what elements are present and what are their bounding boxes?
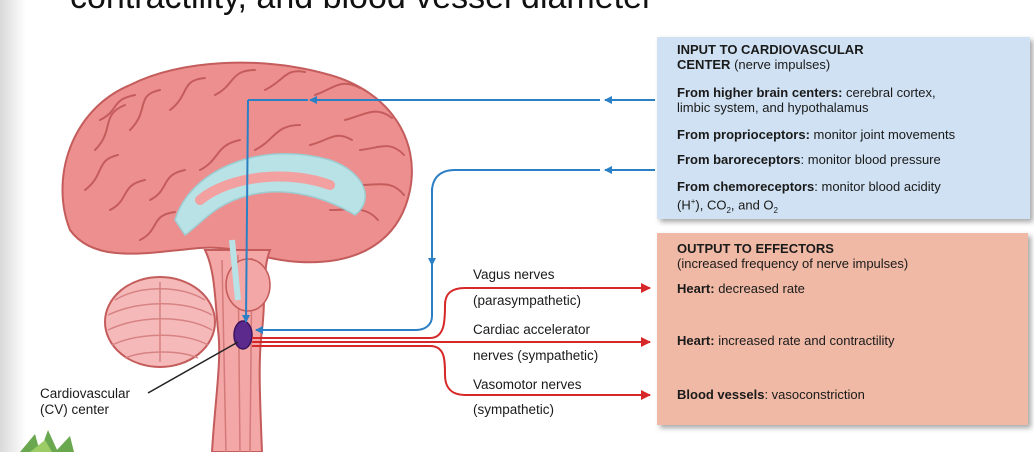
input-heading-line2: CENTER (nerve impulses) [677,57,831,72]
cv-leader-line [147,341,239,394]
input-heading: INPUT TO CARDIOVASCULAR [677,42,864,57]
cerebellum [104,276,216,368]
output-heading: OUTPUT TO EFFECTORS [677,241,834,256]
input-proprioceptors: From proprioceptors: monitor joint movem… [677,127,956,142]
input-higher-centers-line2: limbic system, and hypothalamus [677,100,869,115]
input-baroreceptors: From baroreceptors: monitor blood pressu… [677,152,941,167]
output-subheading: (increased frequency of nerve impulses) [677,256,909,271]
callosum-band [195,171,335,205]
footer-leaf-icon [20,430,74,452]
input-arrows [242,96,655,334]
output-heart-increased: Heart: increased rate and contractility [677,333,895,348]
corpus-callosum [174,153,366,237]
cardiac-accelerator-label: Cardiac accelerator [473,322,591,337]
vasomotor-nerves-label: Vasomotor nerves [473,377,582,392]
output-blood-vessels: Blood vessels: vasoconstriction [677,387,865,402]
vagus-nerves-label: Vagus nerves [473,267,555,282]
vagus-nerves-sublabel: (parasympathetic) [473,293,582,308]
slide-title: contractility, and blood vessel diameter [70,0,653,17]
output-arrows [252,283,651,400]
output-heart-decreased: Heart: decreased rate [677,281,805,296]
cv-center-label: Cardiovascular [40,386,131,401]
output-panel: OUTPUT TO EFFECTORS (increased frequency… [657,233,1028,425]
input-chemoreceptors: From chemoreceptors: monitor blood acidi… [677,179,941,194]
cardiac-accelerator-sublabel: nerves (sympathetic) [473,348,599,363]
cv-center [233,320,253,350]
input-chemoreceptors-line2: (H+), CO2, and O2 [677,197,778,215]
cv-center-label-line2: (CV) center [40,402,110,417]
left-edge-shade [0,0,26,452]
input-higher-centers: From higher brain centers: cerebral cort… [677,85,936,100]
vasomotor-nerves-sublabel: (sympathetic) [473,402,555,417]
input-panel: INPUT TO CARDIOVASCULAR CENTER (nerve im… [657,37,1030,219]
